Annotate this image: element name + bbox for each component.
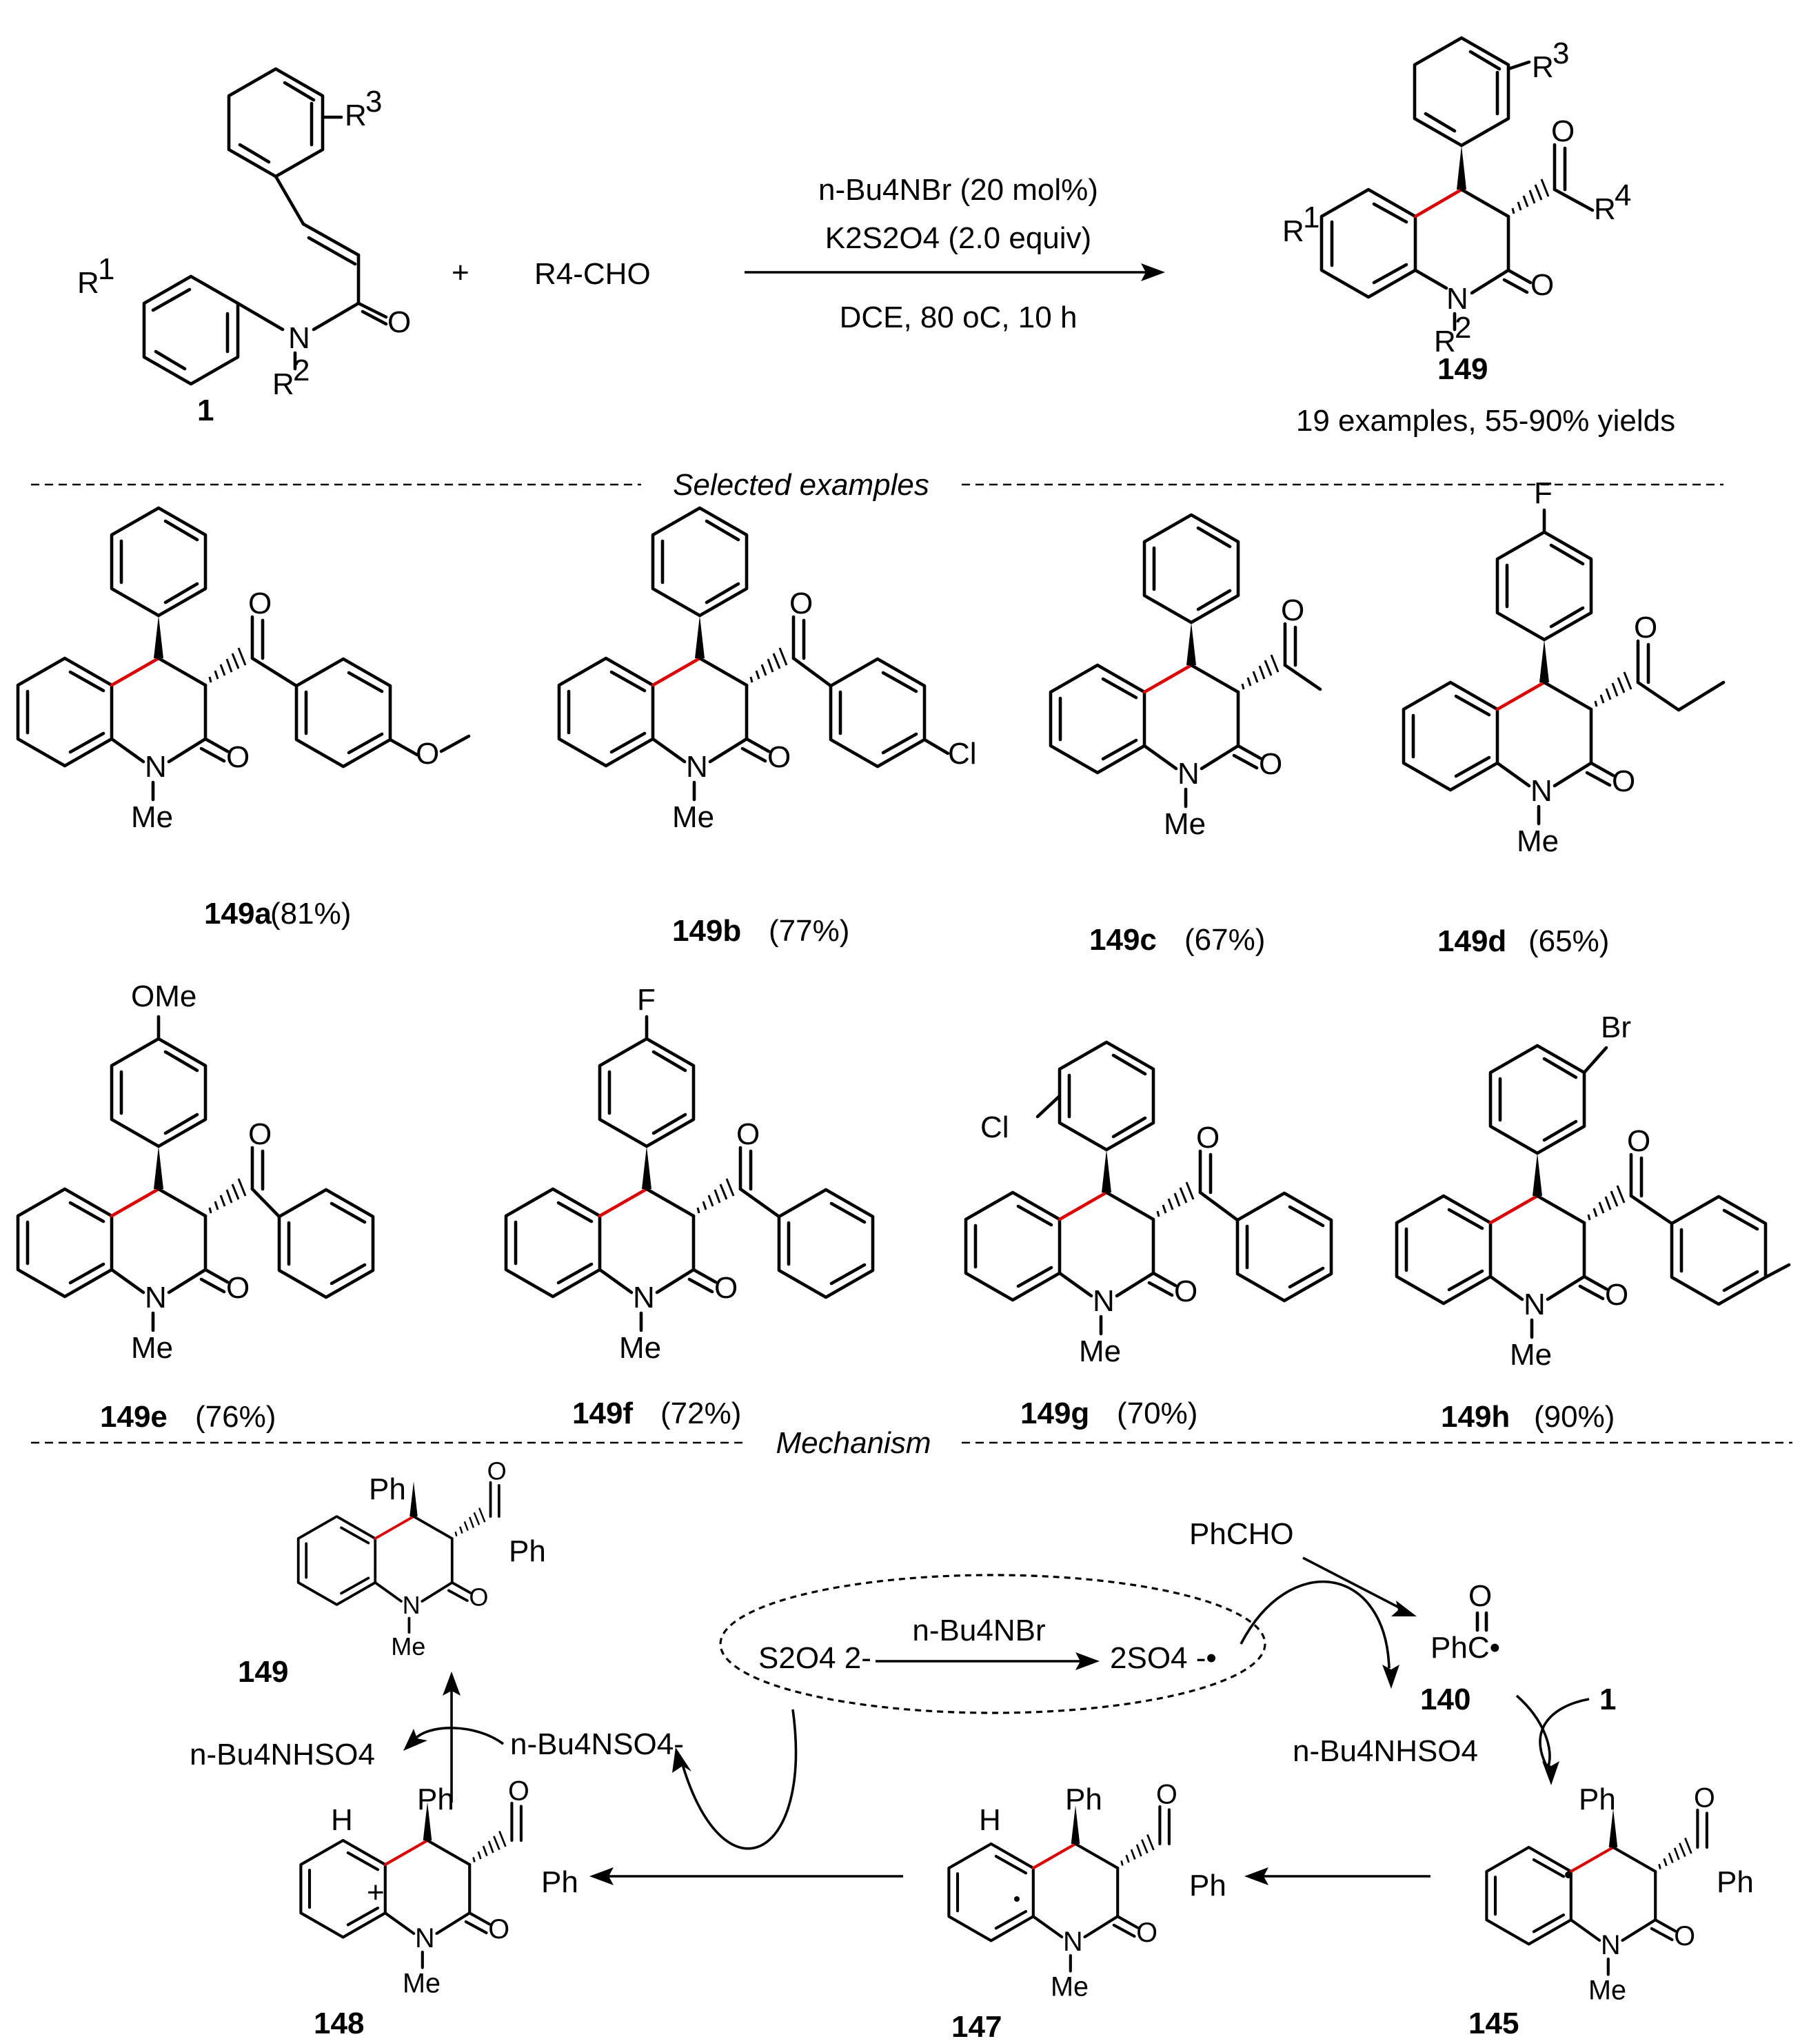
example-149c: 149c (67%)	[1051, 515, 1322, 957]
condition-oxidant: K2S2O4 (2.0 equiv)	[825, 221, 1091, 255]
svg-text:F: F	[637, 983, 656, 1017]
svg-text:1: 1	[98, 252, 114, 286]
svg-text:O: O	[1530, 268, 1554, 302]
svg-text:Ph: Ph	[1717, 1865, 1754, 1899]
example-149d-yield: (65%)	[1528, 924, 1609, 958]
svg-text:Br: Br	[1601, 1011, 1631, 1044]
section-selected-examples: Selected examples	[673, 468, 929, 502]
byproduct-hso4-right: n-Bu4NHSO4	[1293, 1734, 1478, 1768]
oxidant-cycle-ellipse	[719, 1574, 1266, 1714]
sm-label-mech: 1	[1599, 1683, 1616, 1716]
example-149b: Cl 149b (77%)	[559, 508, 977, 948]
persulfate: S2O4 2-	[758, 1641, 871, 1675]
svg-text:N: N	[288, 321, 310, 355]
section-mechanism: Mechanism	[776, 1426, 931, 1460]
condition-catalyst: n-Bu4NBr (20 mol%)	[818, 173, 1098, 207]
svg-text:O: O	[416, 737, 439, 771]
svg-text:R: R	[1282, 214, 1304, 248]
scope-summary: 19 examples, 55-90% yields	[1296, 404, 1675, 438]
product-label: 149	[1437, 352, 1488, 386]
svg-text:2: 2	[293, 354, 310, 387]
sulfate-radical: 2SO4 -•	[1110, 1641, 1217, 1675]
svg-text:Ph: Ph	[417, 1783, 454, 1816]
svg-text:OMe: OMe	[131, 979, 196, 1013]
svg-text:Ph: Ph	[1579, 1783, 1616, 1816]
condition-solvent: DCE, 80 oC, 10 h	[840, 301, 1078, 334]
acyl-label: 140	[1420, 1683, 1470, 1716]
svg-text:4: 4	[1615, 179, 1631, 212]
starting-material-1: R3 O N R2 R1 1	[77, 67, 411, 427]
intermediate-147: Ph H Ph 147	[949, 1780, 1226, 2041]
example-149f: F 149f (72%)	[506, 983, 873, 1430]
svg-text:R: R	[272, 367, 294, 401]
example-149g-id: 149g	[1020, 1397, 1089, 1430]
svg-text:2: 2	[1455, 311, 1471, 345]
example-149e: OMe 149e (76%)	[18, 979, 373, 1434]
example-149f-id: 149f	[572, 1397, 633, 1430]
example-149a-yield: (81%)	[270, 897, 351, 931]
mech-label-147: 147	[951, 2010, 1002, 2041]
svg-text:R: R	[1594, 192, 1616, 226]
example-149d-id: 149d	[1437, 924, 1506, 958]
svg-text:R: R	[1532, 50, 1554, 84]
svg-text:Ph: Ph	[369, 1472, 406, 1506]
svg-text:Cl: Cl	[948, 737, 977, 771]
svg-text:Ph: Ph	[1189, 1869, 1226, 1902]
mechanism-product-149: Ph Ph 149	[238, 1455, 546, 1689]
svg-text:1: 1	[1303, 201, 1320, 234]
svg-text:R: R	[345, 99, 367, 132]
tbab-label: n-Bu4NBr	[912, 1614, 1045, 1647]
example-149a-id: 149a	[204, 897, 272, 931]
svg-text:H: H	[331, 1803, 353, 1837]
plus-sign: +	[452, 256, 469, 290]
example-149d: F 149d (65%)	[1404, 476, 1726, 958]
intermediate-148: Ph H Ph + 148	[301, 1776, 578, 2040]
svg-text:Ph: Ph	[509, 1534, 546, 1568]
sm-label: 1	[197, 394, 214, 427]
svg-text:N: N	[1446, 282, 1468, 316]
example-149f-yield: (72%)	[660, 1397, 741, 1430]
mech-label-145: 145	[1468, 2007, 1519, 2040]
svg-text:3: 3	[1553, 37, 1569, 70]
svg-text:R: R	[1434, 325, 1456, 358]
svg-text:3: 3	[365, 85, 382, 119]
example-149h: Br 149h (90%)	[1397, 1011, 1791, 1434]
svg-text:Ph: Ph	[541, 1865, 578, 1899]
svg-text:O: O	[1551, 114, 1575, 148]
reaction-arrow	[745, 263, 1165, 281]
example-149e-yield: (76%)	[195, 1400, 276, 1434]
example-149a: O 149a (81%)	[18, 508, 471, 931]
product-149: R3 N O R2 R1 O R4 149	[1282, 36, 1631, 386]
svg-text:Ph: Ph	[1065, 1783, 1102, 1816]
acyl-radical: PhC•	[1430, 1631, 1500, 1665]
svg-text:+: +	[367, 1876, 385, 1909]
mech-label-148: 148	[314, 2007, 364, 2040]
svg-text:Cl: Cl	[980, 1110, 1009, 1144]
svg-text:O: O	[387, 305, 411, 339]
intermediate-145: Ph Ph 145	[1468, 1783, 1754, 2040]
example-149g-yield: (70%)	[1117, 1397, 1197, 1430]
tba-sulfate: n-Bu4NSO4-	[510, 1727, 684, 1761]
example-149b-yield: (77%)	[769, 914, 849, 948]
svg-text:O: O	[1468, 1579, 1492, 1613]
svg-text:R: R	[77, 266, 99, 300]
example-149c-id: 149c	[1089, 923, 1157, 957]
svg-text:F: F	[1534, 476, 1553, 510]
svg-text:H: H	[979, 1803, 1001, 1837]
benzaldehyde: PhCHO	[1189, 1517, 1294, 1551]
example-149g: Cl 149g (70%)	[966, 1042, 1331, 1430]
mech-label-149: 149	[238, 1655, 288, 1689]
byproduct-hso4-left: n-Bu4NHSO4	[190, 1738, 375, 1771]
example-149h-yield: (90%)	[1534, 1400, 1615, 1434]
example-149e-id: 149e	[100, 1400, 168, 1434]
example-149c-yield: (67%)	[1184, 923, 1265, 957]
example-149h-id: 149h	[1441, 1400, 1510, 1434]
example-149b-id: 149b	[672, 914, 741, 948]
aldehyde-reagent: R4-CHO	[534, 257, 651, 291]
